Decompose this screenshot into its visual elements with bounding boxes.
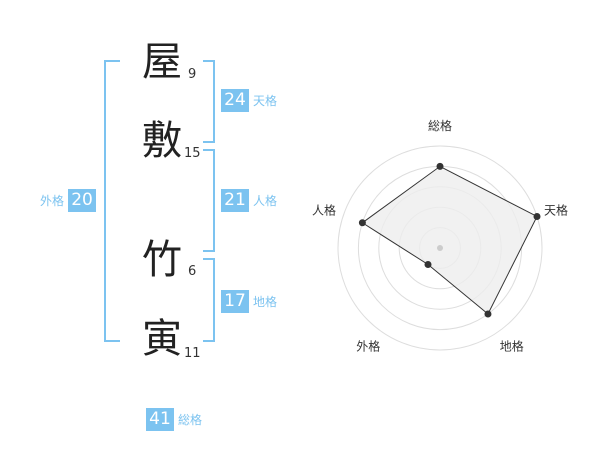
gaikaku-badge: 外格 20 bbox=[40, 189, 97, 212]
gaikaku-value: 20 bbox=[68, 189, 97, 212]
radar-axis-label-4: 外格 bbox=[356, 339, 380, 354]
radar-polygon bbox=[361, 165, 538, 315]
soukaku-label: 総格 bbox=[178, 412, 203, 427]
tenkaku-bracket bbox=[203, 60, 215, 143]
chikaku-bracket bbox=[203, 258, 215, 342]
gaikaku-bracket bbox=[104, 60, 120, 342]
name-char-4: 寅 bbox=[142, 316, 182, 362]
jinkaku-value: 21 bbox=[221, 189, 249, 212]
stroke-count-4: 11 bbox=[184, 346, 201, 361]
chikaku-label: 地格 bbox=[253, 294, 278, 309]
radar-point-4 bbox=[424, 261, 432, 269]
soukaku-badge: 41 総格 bbox=[146, 408, 202, 431]
radar-point-2 bbox=[533, 212, 541, 220]
radar-point-3 bbox=[484, 310, 492, 318]
radar-ring-5 bbox=[337, 145, 543, 351]
chikaku-value: 17 bbox=[221, 290, 249, 313]
tenkaku-label: 天格 bbox=[253, 93, 278, 108]
chikaku-badge: 17 地格 bbox=[221, 290, 277, 313]
stroke-count-3: 6 bbox=[188, 264, 197, 279]
tenkaku-value: 24 bbox=[221, 89, 249, 112]
radar-axis-label-2: 天格 bbox=[544, 202, 568, 217]
jinkaku-label: 人格 bbox=[253, 193, 278, 208]
radar-points bbox=[358, 162, 541, 318]
name-char-1: 屋 bbox=[142, 39, 182, 85]
stroke-count-1: 9 bbox=[188, 67, 197, 82]
tenkaku-badge: 24 天格 bbox=[221, 89, 277, 112]
name-char-3: 竹 bbox=[142, 237, 182, 283]
jinkaku-bracket bbox=[203, 149, 215, 252]
radar-axis-label-1: 総格 bbox=[428, 118, 452, 133]
radar-point-5 bbox=[358, 219, 366, 227]
radar-axis-label-3: 地格 bbox=[500, 339, 524, 354]
radar-center-dot bbox=[437, 245, 443, 251]
gaikaku-label: 外格 bbox=[40, 193, 65, 208]
radar-point-1 bbox=[436, 162, 444, 170]
soukaku-value: 41 bbox=[146, 408, 174, 431]
radar-axis-label-5: 人格 bbox=[312, 202, 336, 217]
name-char-2: 敷 bbox=[142, 118, 182, 164]
jinkaku-badge: 21 人格 bbox=[221, 189, 277, 212]
stroke-count-2: 15 bbox=[184, 146, 201, 161]
